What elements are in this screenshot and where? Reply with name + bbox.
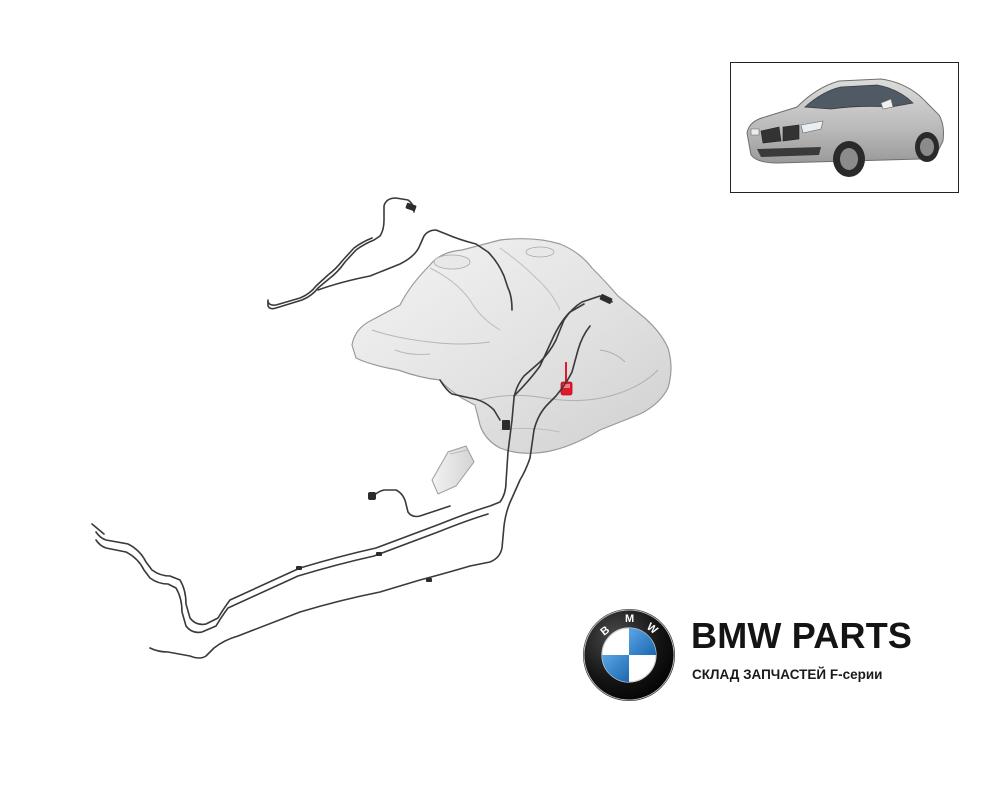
vent-line-upper-b bbox=[267, 237, 373, 306]
tank-link-line bbox=[439, 379, 501, 421]
supply-line-long-b bbox=[95, 513, 489, 634]
logo-letter-m: M bbox=[625, 613, 634, 625]
vehicle-thumbnail bbox=[730, 62, 959, 193]
fill-pipe-line bbox=[317, 229, 513, 311]
front-stub-line bbox=[91, 523, 105, 535]
fuel-tank[interactable] bbox=[351, 238, 672, 454]
connector-line-mid bbox=[371, 489, 451, 518]
branding-block: B M W BMW PARTS СКЛАД ЗАПЧАСТЕЙ F-серии bbox=[582, 608, 942, 708]
return-line-long bbox=[149, 325, 591, 659]
brand-subtitle: СКЛАД ЗАПЧАСТЕЙ F-серии bbox=[692, 667, 883, 682]
vent-line-upper bbox=[267, 197, 415, 310]
supply-line-long bbox=[95, 295, 613, 626]
tank-top-line bbox=[513, 303, 585, 397]
brand-title: BMW PARTS bbox=[691, 615, 913, 656]
bmw-logo-icon: B M W bbox=[583, 609, 675, 701]
line-connectors[interactable] bbox=[296, 202, 613, 582]
fuel-filter[interactable] bbox=[431, 445, 475, 495]
car-illustration bbox=[746, 78, 944, 177]
fuel-lines[interactable] bbox=[91, 197, 613, 659]
